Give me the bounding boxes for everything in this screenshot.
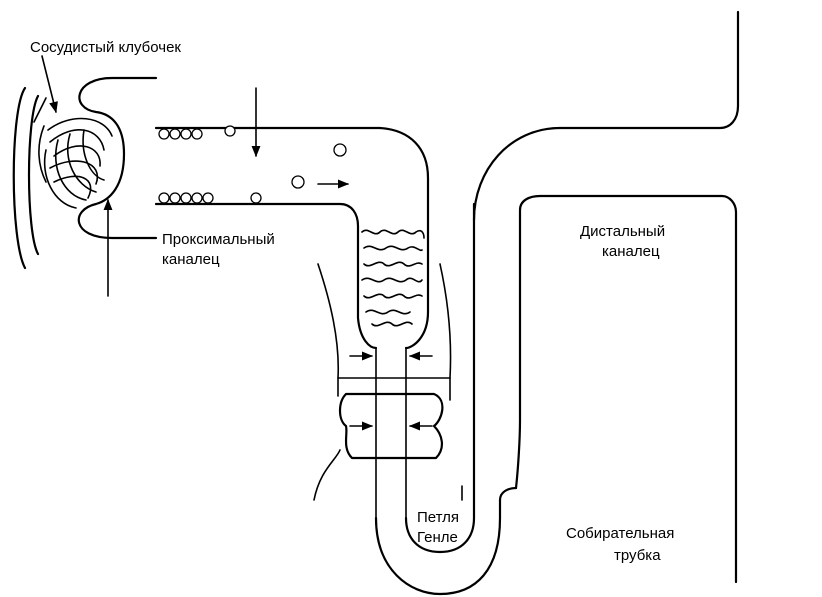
- reabsorption-arrows: [256, 88, 348, 184]
- proximal-label-1: Проксимальный: [162, 231, 275, 248]
- arrow-to-glomerulus: [42, 56, 56, 112]
- loop-label-1: Петля: [417, 509, 459, 526]
- brush-border: [362, 230, 424, 325]
- interstitium: [314, 264, 462, 500]
- glomerulus-label: Сосудистый клубочек: [30, 39, 181, 56]
- loop-label-2: Генле: [417, 529, 458, 546]
- collecting-label-1: Собирательная: [566, 525, 674, 542]
- membrane-arrows: [350, 356, 432, 426]
- distal-label-1: Дистальный: [580, 223, 665, 240]
- proximal-label-2: каналец: [162, 251, 220, 268]
- proximal-cells: [159, 126, 346, 203]
- glomerulus: [14, 78, 156, 268]
- distal-tubule: [474, 12, 738, 582]
- distal-label-2: каналец: [602, 243, 660, 260]
- collecting-label-2: трубка: [614, 547, 661, 564]
